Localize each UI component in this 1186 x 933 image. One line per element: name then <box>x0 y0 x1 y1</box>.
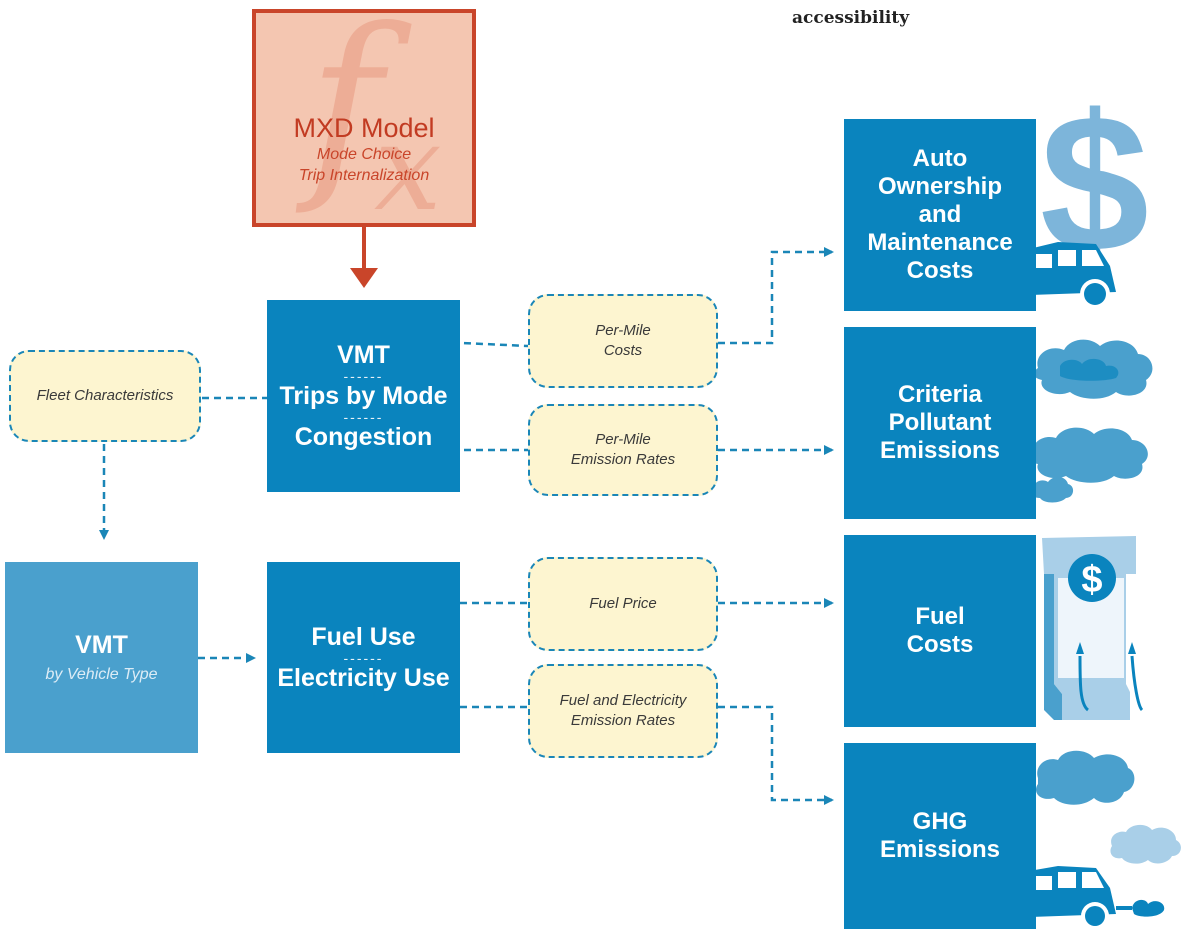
vmt-label: VMT <box>337 340 390 369</box>
ghg-emissions-box: GHG Emissions <box>844 743 1036 929</box>
fuel-electricity-emission-rates-pill: Fuel and Electricity Emission Rates <box>528 664 718 758</box>
per-mile-emission-line2: Emission Rates <box>570 451 676 468</box>
separator: ------ <box>343 649 384 666</box>
vmt-trips-congestion-box: VMT ------ Trips by Mode ------ Congesti… <box>267 300 460 492</box>
fuel-costs-line1: Fuel <box>915 603 965 630</box>
per-mile-emission-line1: Per-Mile <box>595 431 651 448</box>
auto-costs-line4: Maintenance <box>867 229 1013 256</box>
fuel-costs-box: Fuel Costs <box>844 535 1036 727</box>
cloud-icon <box>1033 339 1153 399</box>
fuel-costs-line2: Costs <box>906 631 974 658</box>
fleet-characteristics-pill: Fleet Characteristics <box>9 350 201 442</box>
trips-by-mode-label: Trips by Mode <box>279 381 448 410</box>
mxd-model-box: f x MXD Model Mode Choice Trip Internali… <box>252 9 476 227</box>
auto-costs-line3: and <box>918 201 962 228</box>
mxd-model-mode-choice: Mode Choice <box>316 146 412 163</box>
fuel-price-label: Fuel Price <box>589 595 657 612</box>
fuel-elec-emission-line1: Fuel and Electricity <box>559 692 687 709</box>
fuel-use-label: Fuel Use <box>311 622 416 651</box>
per-mile-costs-pill: Per-Mile Costs <box>528 294 718 388</box>
per-mile-emission-rates-pill: Per-Mile Emission Rates <box>528 404 718 496</box>
ghg-line1: GHG <box>912 808 968 835</box>
auto-costs-line5: Costs <box>906 257 974 284</box>
mxd-model-trip-internalization: Trip Internalization <box>298 167 430 184</box>
connector-fuel-elec-to-ghg <box>718 705 834 805</box>
criteria-line1: Criteria <box>897 381 983 408</box>
connector-permile-costs-to-auto <box>718 247 834 345</box>
fuel-elec-emission-line2: Emission Rates <box>570 712 676 729</box>
separator: ------ <box>343 367 384 384</box>
mxd-arrow <box>350 227 378 288</box>
fleet-characteristics-label: Fleet Characteristics <box>36 387 174 404</box>
fuel-pump-icon: $ <box>1042 536 1144 720</box>
cloud-icon <box>1029 427 1148 483</box>
fuel-price-pill: Fuel Price <box>528 557 718 651</box>
criteria-pollutant-emissions-box: Criteria Pollutant Emissions <box>844 327 1036 519</box>
pump-dollar-text: $ <box>1081 559 1102 601</box>
criteria-line3: Emissions <box>879 437 1001 464</box>
function-fx-icon: f <box>308 9 383 219</box>
per-mile-costs-line2: Costs <box>603 342 643 359</box>
electricity-use-label: Electricity Use <box>277 663 450 692</box>
criteria-line2: Pollutant <box>888 409 992 436</box>
vmt-by-vehicle-type-box: VMT by Vehicle Type <box>5 562 198 753</box>
auto-ownership-costs-box: Auto Ownership and Maintenance Costs <box>844 119 1036 311</box>
function-fx-subscript-icon: x <box>374 99 442 227</box>
fuel-electricity-use-box: Fuel Use ------ Electricity Use <box>267 562 460 753</box>
vmt-vehicle-subtitle: by Vehicle Type <box>45 666 158 683</box>
cloud-icon <box>1032 476 1074 503</box>
accessibility-note: accessibility <box>792 8 910 28</box>
ghg-line2: Emissions <box>879 836 1001 863</box>
vmt-vehicle-title: VMT <box>75 631 128 659</box>
auto-costs-line2: Ownership <box>877 173 1003 200</box>
congestion-label: Congestion <box>294 422 433 451</box>
cloud-icon <box>1035 750 1135 805</box>
separator: ------ <box>343 408 384 425</box>
per-mile-costs-line1: Per-Mile <box>595 322 651 339</box>
mxd-model-title: MXD Model <box>293 113 435 143</box>
cloud-icon <box>1110 824 1181 864</box>
auto-costs-line1: Auto <box>912 145 968 172</box>
